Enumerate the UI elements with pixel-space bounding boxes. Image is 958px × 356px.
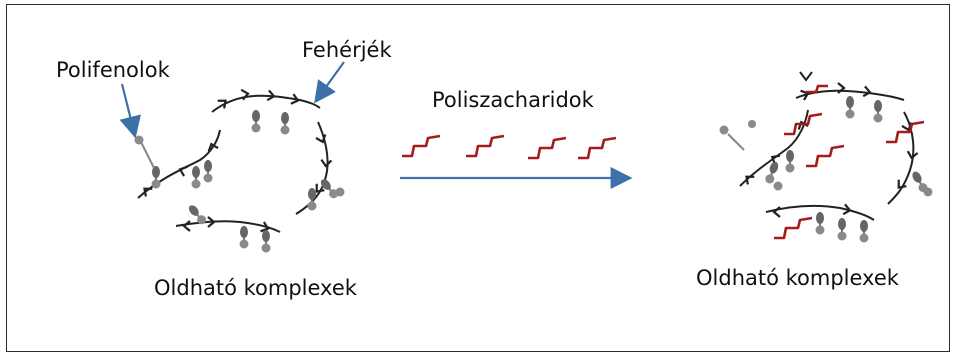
protein-chain — [211, 94, 321, 113]
polysaccharide-row — [400, 134, 618, 160]
label-polyphenols: Polifenolok — [56, 58, 170, 82]
right-cluster — [719, 71, 933, 244]
label-soluble-complexes-right: Oldható komplexek — [696, 266, 899, 290]
protein-chain — [739, 109, 809, 187]
diagram-frame — [6, 4, 950, 352]
label-polysaccharides: Poliszacharidok — [432, 88, 594, 112]
polyphenol-pointer-arrow — [119, 83, 141, 139]
label-proteins: Fehérjék — [302, 38, 392, 62]
label-soluble-complexes-left: Oldható komplexek — [154, 276, 357, 300]
left-cluster — [134, 87, 345, 254]
protein-pointer-arrow — [314, 61, 345, 104]
protein-chain — [765, 204, 875, 221]
protein-chain — [175, 220, 281, 233]
